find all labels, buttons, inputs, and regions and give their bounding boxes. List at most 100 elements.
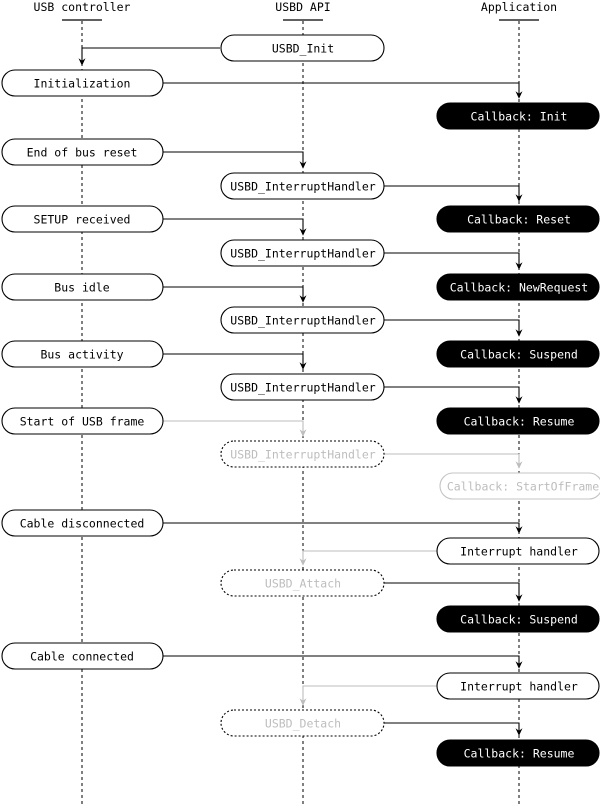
node-shape-cb-resume-2[interactable] xyxy=(436,739,600,767)
node-shape-ih-5[interactable] xyxy=(220,440,385,468)
node-label-end-of-bus-reset: End of bus reset xyxy=(27,146,138,160)
node-label-cb-resume-1: Callback: Resume xyxy=(464,415,575,429)
node-cable-disconnected[interactable]: Cable disconnected xyxy=(1,509,164,537)
node-usbd-attach[interactable]: USBD_Attach xyxy=(220,569,385,597)
node-shape-setup-received[interactable] xyxy=(1,205,164,233)
lifeline-label-application: Application xyxy=(481,0,557,14)
node-ih-3[interactable]: USBD_InterruptHandler xyxy=(220,306,385,334)
node-shape-bus-idle[interactable] xyxy=(1,273,164,301)
node-shape-cb-suspend-2[interactable] xyxy=(436,605,600,633)
node-label-cable-disconnected: Cable disconnected xyxy=(20,517,145,531)
node-cb-startofframe[interactable]: Callback: StartOfFrame xyxy=(439,472,600,500)
node-cb-reset[interactable]: Callback: Reset xyxy=(436,205,600,233)
node-label-setup-received: SETUP received xyxy=(34,213,131,227)
connector-cable-disconnected-to-int-handler1 xyxy=(163,522,523,534)
node-cb-suspend-1[interactable]: Callback: Suspend xyxy=(436,340,600,368)
connector-ih5-to-cb-startofframe xyxy=(384,453,523,469)
connector-ih3-to-cb-suspend1 xyxy=(384,319,523,337)
connector-bus-activity-to-ih4 xyxy=(163,353,307,370)
node-label-int-handler-1: Interrupt handler xyxy=(460,545,578,559)
node-cb-newrequest[interactable]: Callback: NewRequest xyxy=(436,273,600,301)
node-cb-init[interactable]: Callback: Init xyxy=(436,102,600,130)
lifeline-label-usb-controller: USB controller xyxy=(34,0,131,14)
node-ih-1[interactable]: USBD_InterruptHandler xyxy=(220,172,385,200)
node-shape-int-handler-1[interactable] xyxy=(436,537,600,565)
connector-bus-idle-to-ih3 xyxy=(163,286,307,303)
node-ih-2[interactable]: USBD_InterruptHandler xyxy=(220,239,385,267)
node-shape-ih-3[interactable] xyxy=(220,306,385,334)
node-shape-cb-startofframe[interactable] xyxy=(439,472,600,500)
node-shape-int-handler-2[interactable] xyxy=(436,672,600,700)
node-label-start-of-frame: Start of USB frame xyxy=(20,415,145,429)
node-shape-cb-newrequest[interactable] xyxy=(436,273,600,301)
connector-end-of-bus-reset-to-ih1 xyxy=(163,151,307,169)
node-label-cb-newrequest: Callback: NewRequest xyxy=(450,281,588,295)
connector-start-of-frame-to-ih5 xyxy=(163,420,307,437)
node-int-handler-2[interactable]: Interrupt handler xyxy=(436,672,600,700)
node-shape-end-of-bus-reset[interactable] xyxy=(1,138,164,166)
node-initialization[interactable]: Initialization xyxy=(1,69,164,97)
lifeline-headers: USB controller USBD API Application xyxy=(34,0,557,21)
node-label-bus-activity: Bus activity xyxy=(40,348,123,362)
node-label-ih-5: USBD_InterruptHandler xyxy=(230,448,375,462)
connector-initialization-to-cb-init xyxy=(163,82,523,99)
node-bus-idle[interactable]: Bus idle xyxy=(1,273,164,301)
node-shape-cb-init[interactable] xyxy=(436,102,600,130)
node-ih-4[interactable]: USBD_InterruptHandler xyxy=(220,373,385,401)
node-label-bus-idle: Bus idle xyxy=(54,281,109,295)
node-shape-ih-1[interactable] xyxy=(220,172,385,200)
node-shape-usbd-attach[interactable] xyxy=(220,569,385,597)
node-usbd-init[interactable]: USBD_Init xyxy=(220,34,385,62)
node-label-initialization: Initialization xyxy=(34,77,131,91)
node-label-cb-suspend-2: Callback: Suspend xyxy=(460,613,578,627)
connector-setup-received-to-ih2 xyxy=(163,218,307,236)
node-label-int-handler-2: Interrupt handler xyxy=(460,680,578,694)
node-end-of-bus-reset[interactable]: End of bus reset xyxy=(1,138,164,166)
connector-ih2-to-cb-newrequest xyxy=(384,252,523,270)
connector-ih4-to-cb-resume1 xyxy=(384,386,523,404)
node-cb-suspend-2[interactable]: Callback: Suspend xyxy=(436,605,600,633)
node-cable-connected[interactable]: Cable connected xyxy=(1,642,164,670)
node-bus-activity[interactable]: Bus activity xyxy=(1,340,164,368)
connector-int-handler1-to-usbd-attach xyxy=(299,550,437,566)
node-cb-resume-2[interactable]: Callback: Resume xyxy=(436,739,600,767)
connector-ih1-to-cb-reset xyxy=(384,185,523,202)
node-int-handler-1[interactable]: Interrupt handler xyxy=(436,537,600,565)
node-shape-usbd-init[interactable] xyxy=(220,34,385,62)
node-usbd-detach[interactable]: USBD_Detach xyxy=(220,709,385,737)
node-label-cb-init: Callback: Init xyxy=(471,110,568,124)
node-shape-cb-resume-1[interactable] xyxy=(436,407,600,435)
node-label-usbd-init: USBD_Init xyxy=(272,42,334,56)
node-setup-received[interactable]: SETUP received xyxy=(1,205,164,233)
node-label-cb-startofframe: Callback: StartOfFrame xyxy=(447,480,599,494)
connector-usbd-init-to-initialization xyxy=(78,47,220,66)
node-shape-cable-disconnected[interactable] xyxy=(1,509,164,537)
node-shape-start-of-frame[interactable] xyxy=(1,407,164,435)
node-shape-cable-connected[interactable] xyxy=(1,642,164,670)
node-label-ih-1: USBD_InterruptHandler xyxy=(230,180,375,194)
connector-cable-connected-to-int-handler2 xyxy=(163,655,523,669)
node-shape-initialization[interactable] xyxy=(1,69,164,97)
node-ih-5[interactable]: USBD_InterruptHandler xyxy=(220,440,385,468)
lifeline-label-usbd-api: USBD API xyxy=(275,0,330,14)
node-shape-ih-2[interactable] xyxy=(220,239,385,267)
node-shape-cb-reset[interactable] xyxy=(436,205,600,233)
node-shape-usbd-detach[interactable] xyxy=(220,709,385,737)
node-start-of-frame[interactable]: Start of USB frame xyxy=(1,407,164,435)
connector-usbd-detach-to-cb-resume2 xyxy=(384,722,523,736)
node-label-usbd-detach: USBD_Detach xyxy=(265,717,341,731)
node-label-cable-connected: Cable connected xyxy=(30,650,134,664)
node-cb-resume-1[interactable]: Callback: Resume xyxy=(436,407,600,435)
connector-int-handler2-to-usbd-detach xyxy=(299,685,437,706)
nodes: USBD_Init Initialization Callback: Init … xyxy=(1,34,600,767)
node-label-cb-resume-2: Callback: Resume xyxy=(464,747,575,761)
connector-usbd-attach-to-cb-suspend2 xyxy=(384,582,523,602)
node-label-ih-4: USBD_InterruptHandler xyxy=(230,381,375,395)
node-label-cb-reset: Callback: Reset xyxy=(467,213,571,227)
connectors xyxy=(78,47,523,736)
node-shape-bus-activity[interactable] xyxy=(1,340,164,368)
node-shape-cb-suspend-1[interactable] xyxy=(436,340,600,368)
node-shape-ih-4[interactable] xyxy=(220,373,385,401)
node-label-ih-3: USBD_InterruptHandler xyxy=(230,314,375,328)
